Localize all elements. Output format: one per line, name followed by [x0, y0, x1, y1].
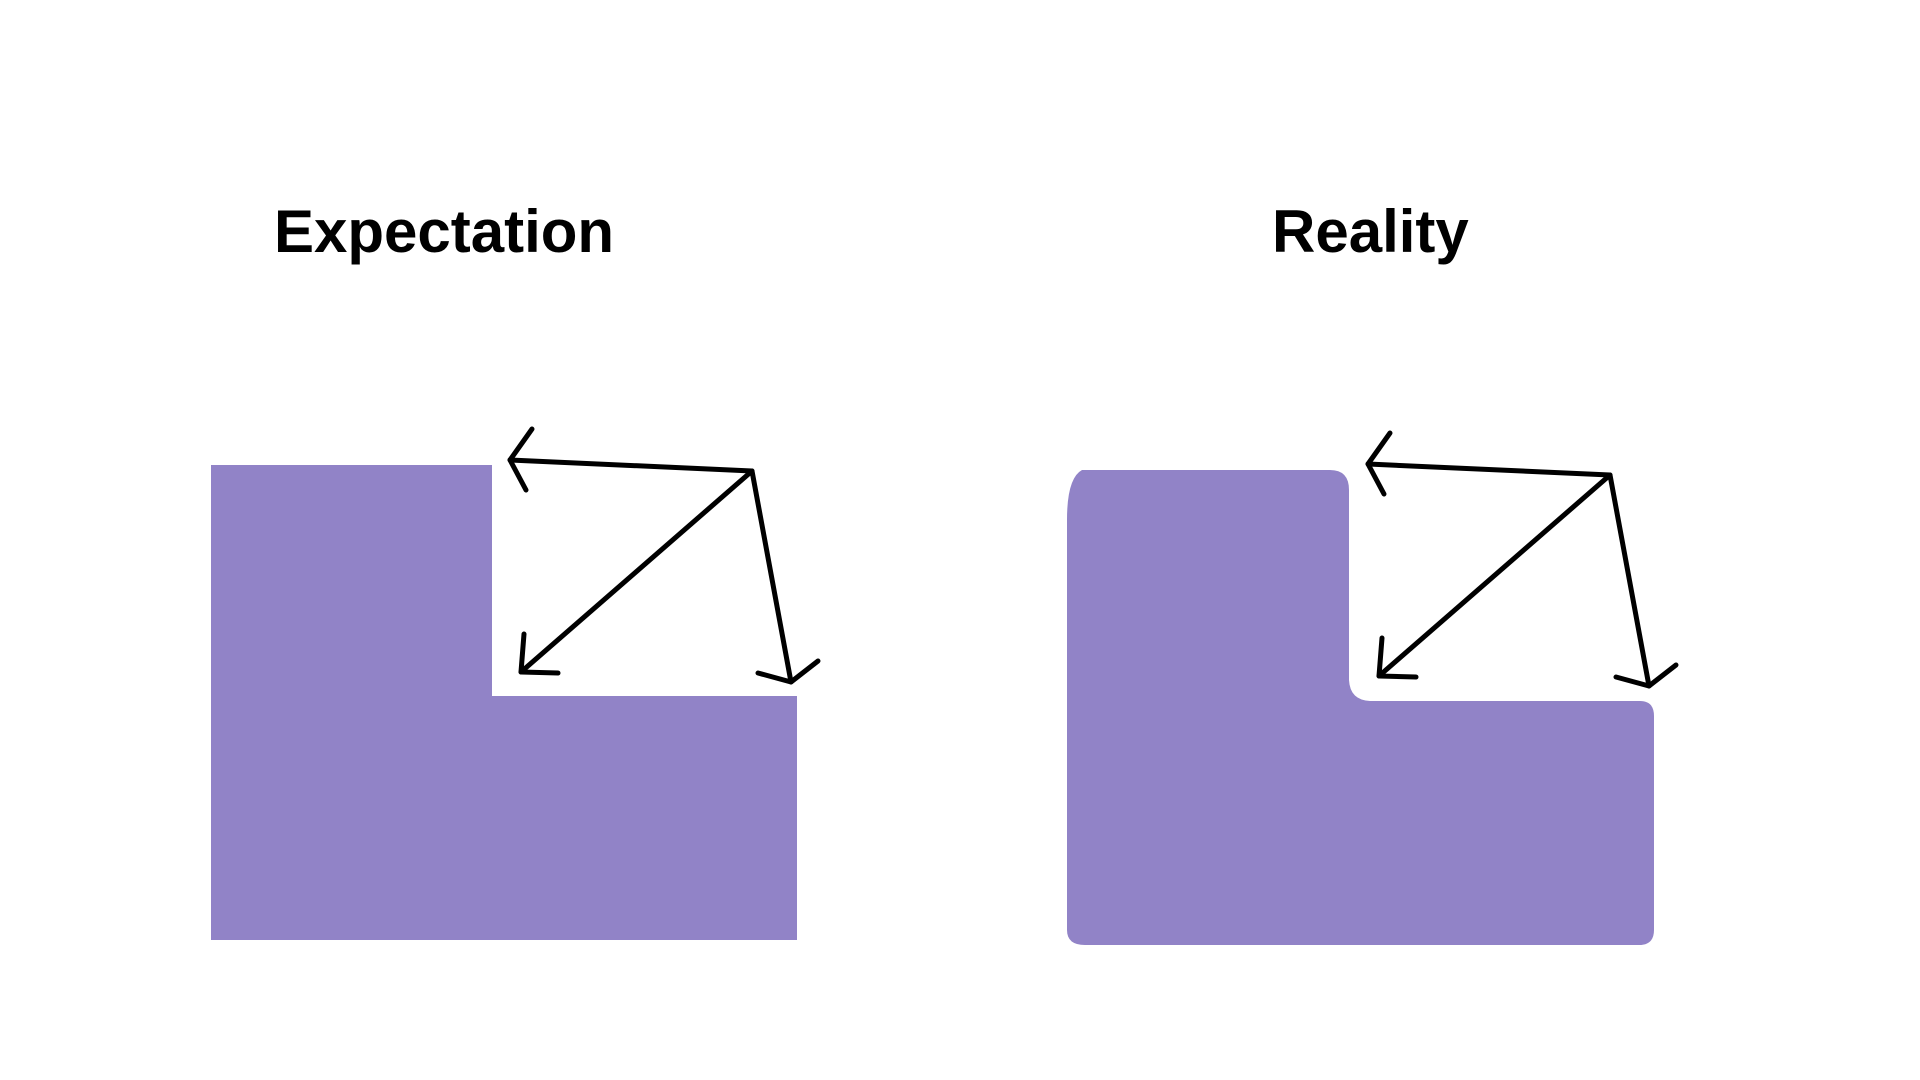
reality-arrows	[1365, 430, 1679, 689]
expectation-arrow-left-head	[507, 426, 535, 493]
reality-arrow-left-head	[1365, 430, 1393, 497]
expectation-title: Expectation	[274, 198, 615, 265]
reality-title: Reality	[1272, 198, 1469, 265]
reality-arrow-left-shaft	[1365, 461, 1613, 478]
reality-l-shape	[1067, 470, 1654, 945]
expectation-arrows	[507, 426, 821, 685]
expectation-arrow-down-shaft	[749, 468, 794, 685]
expectation-arrow-diag-shaft	[518, 468, 755, 675]
reality-arrow-down-head	[1613, 662, 1679, 689]
reality-arrow-down-shaft	[1607, 472, 1652, 689]
reality-arrow-diag-head	[1376, 635, 1419, 680]
expectation-arrow-left-shaft	[507, 457, 755, 474]
expectation-arrow-down-head	[755, 658, 821, 685]
expectation-arrow-diag-head	[518, 631, 561, 676]
reality-arrow-diag-shaft	[1376, 472, 1613, 679]
expectation-l-shape	[211, 465, 797, 940]
